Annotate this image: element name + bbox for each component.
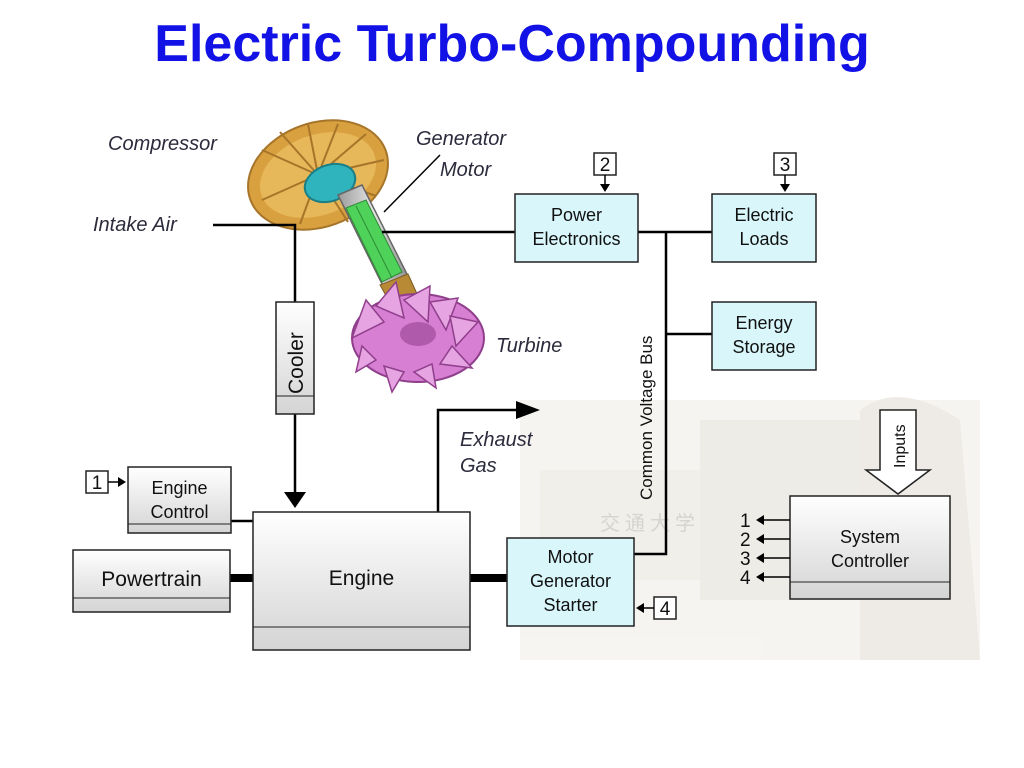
marker-1: 1: [85, 470, 126, 494]
engine-box: Engine: [252, 511, 471, 651]
inputs-label: Inputs: [892, 424, 909, 468]
turbocharger-illustration: [247, 119, 485, 394]
controller-outputs: 1 2 3 4: [740, 511, 790, 589]
engine-control-line2: Control: [150, 502, 208, 522]
marker-4: 4: [636, 596, 677, 620]
compressor-label: Compressor: [108, 133, 218, 155]
motor-label: Motor: [440, 159, 492, 181]
engine-control-box: Engine Control: [127, 466, 232, 534]
cooler-label: Cooler: [285, 332, 308, 394]
turbine-wheel-icon: [350, 280, 485, 394]
generator-label: Generator: [416, 128, 507, 150]
powertrain-box: Powertrain: [72, 549, 231, 613]
powertrain-label: Powertrain: [101, 568, 201, 591]
intake-air-label: Intake Air: [93, 214, 178, 236]
power-electronics-box: Power Electronics: [514, 193, 639, 263]
power-electronics-line2: Electronics: [532, 229, 620, 249]
mgs-line1: Motor: [547, 547, 593, 567]
power-electronics-line1: Power: [551, 205, 602, 225]
system-controller-line1: System: [840, 527, 900, 547]
connection-lines: [213, 223, 712, 556]
exhaust-arrow-icon: [516, 401, 540, 419]
system-controller-line2: Controller: [831, 551, 909, 571]
marker-3-text: 3: [780, 155, 791, 176]
exhaust-label-line2: Gas: [460, 455, 497, 477]
inputs-arrow: Inputs: [863, 409, 933, 495]
mgs-line3: Starter: [543, 595, 597, 615]
svg-text:交 通 大 学: 交 通 大 学: [600, 512, 695, 535]
page-title: Electric Turbo-Compounding: [154, 15, 870, 73]
marker-4-text: 4: [660, 599, 671, 620]
electric-loads-line2: Loads: [739, 229, 788, 249]
output-1: 1: [740, 511, 751, 532]
cooler-arrow-icon: [284, 492, 306, 508]
output-2: 2: [740, 530, 751, 551]
marker-2: 2: [593, 152, 617, 192]
motor-generator-starter-box: Motor Generator Starter: [506, 537, 635, 627]
output-4: 4: [740, 568, 751, 589]
energy-storage-line2: Storage: [732, 337, 795, 357]
engine-label: Engine: [329, 567, 394, 590]
turbine-label: Turbine: [496, 335, 562, 357]
cooler-box: Cooler: [275, 301, 315, 415]
engine-control-line1: Engine: [151, 478, 207, 498]
system-controller-box: System Controller: [789, 495, 951, 600]
marker-2-text: 2: [600, 155, 611, 176]
common-voltage-bus-label: Common Voltage Bus: [637, 336, 656, 500]
mgs-line2: Generator: [530, 571, 611, 591]
energy-storage-line1: Energy: [735, 313, 792, 333]
marker-3: 3: [773, 152, 797, 192]
energy-storage-box: Energy Storage: [711, 301, 817, 371]
exhaust-label-line1: Exhaust: [460, 429, 534, 451]
electric-loads-line1: Electric: [734, 205, 793, 225]
generator-leader-line: [383, 154, 441, 213]
output-3: 3: [740, 549, 751, 570]
electric-loads-box: Electric Loads: [711, 193, 817, 263]
marker-1-text: 1: [92, 473, 103, 494]
generator-shaft-icon: [336, 184, 419, 307]
